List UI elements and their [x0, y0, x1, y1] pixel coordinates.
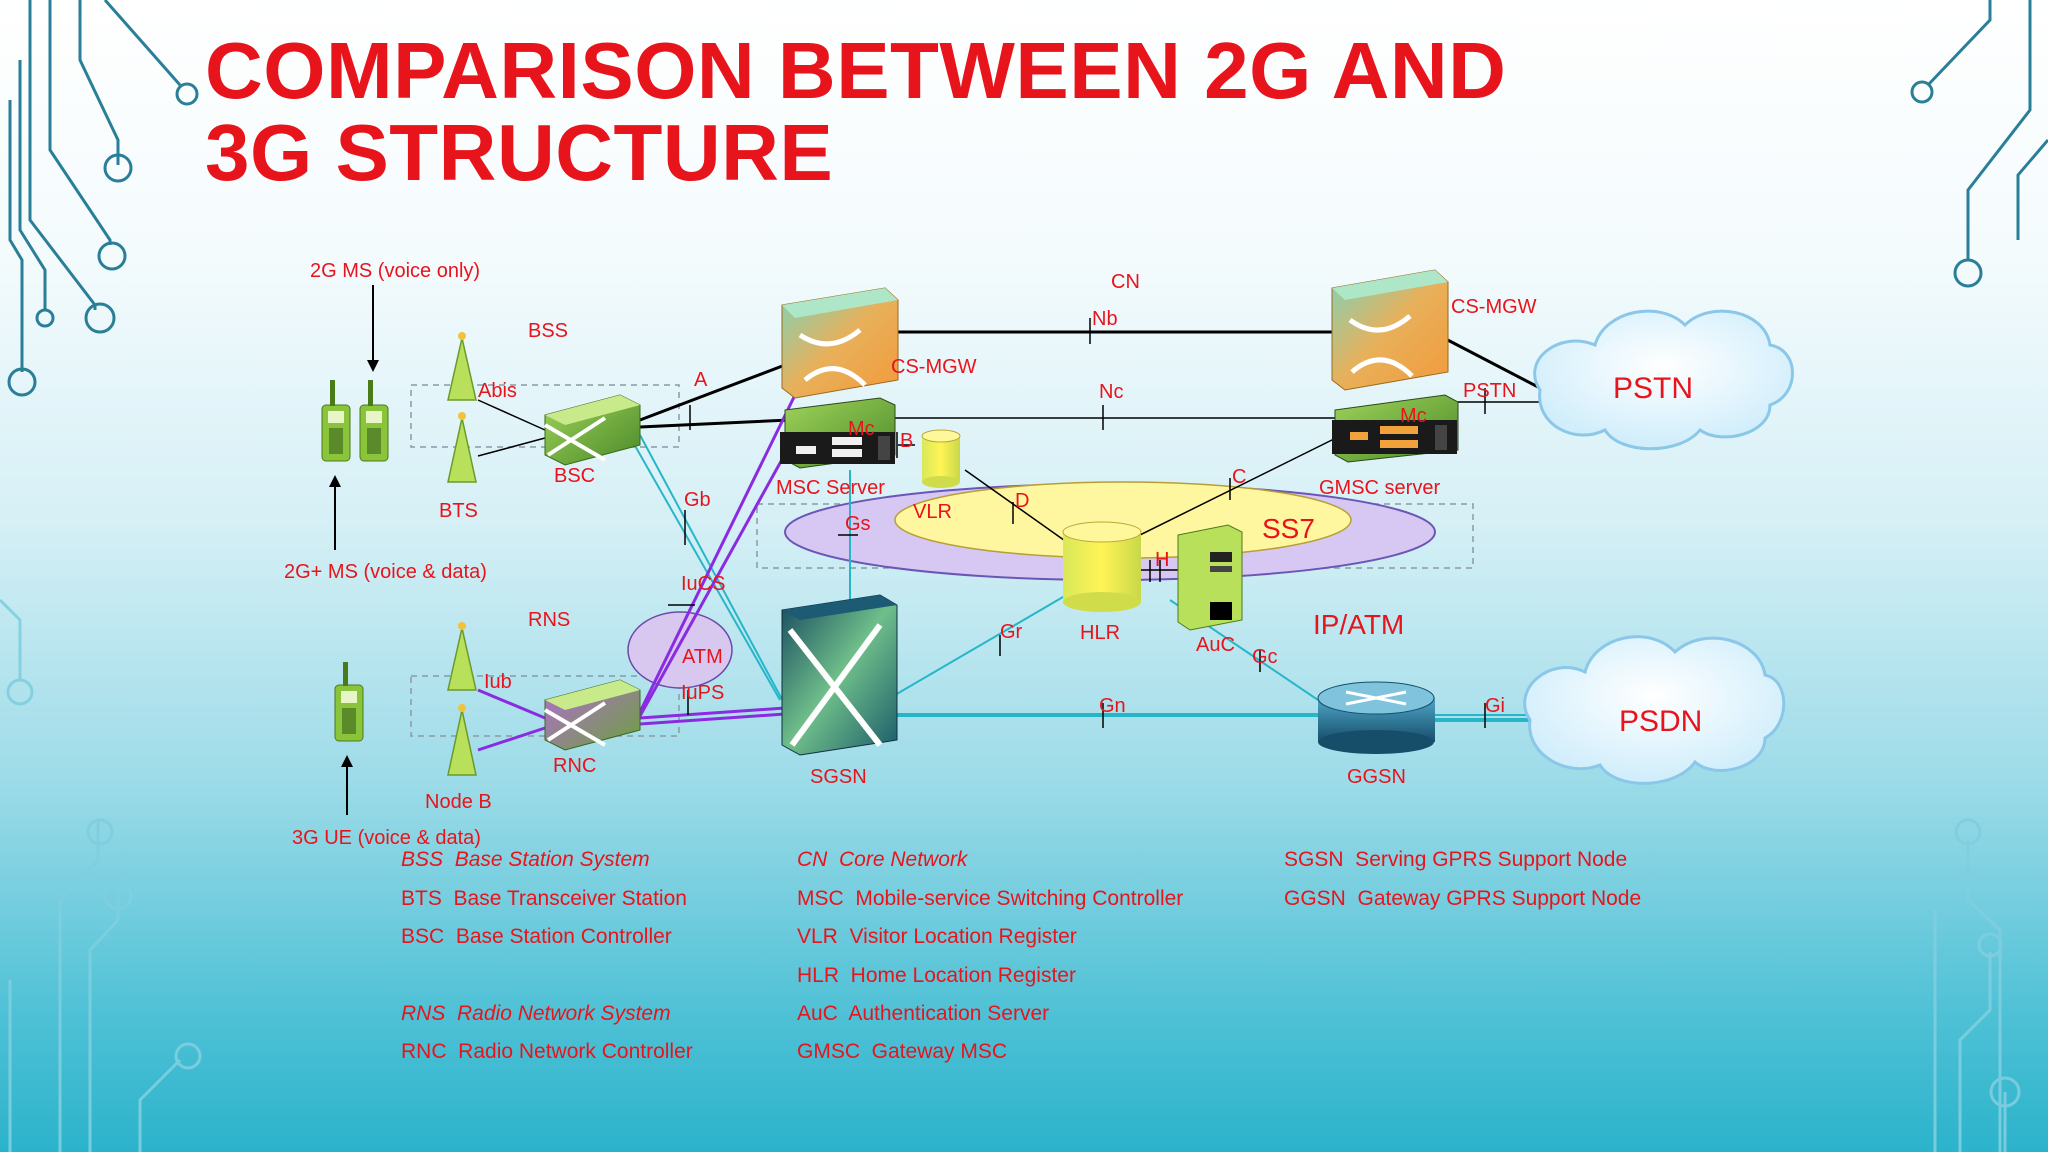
label-gn: Gn: [1099, 695, 1126, 717]
psdn-cloud: [1523, 635, 1786, 785]
cs-mgw-left-node: [781, 287, 899, 399]
pstn-cloud: [1533, 309, 1794, 451]
label-auc: AuC: [1196, 634, 1235, 656]
label-d-interface: D: [1015, 490, 1029, 512]
label-gs: Gs: [845, 513, 871, 535]
label-gb: Gb: [684, 489, 711, 511]
vlr-database: [921, 429, 961, 488]
label-bsc: BSC: [554, 465, 595, 487]
label-nb: Nb: [1092, 308, 1118, 330]
label-mc-left: Mc: [848, 418, 875, 440]
label-ggsn: GGSN: [1347, 766, 1406, 788]
label-cs-mgw-right: CS-MGW: [1451, 296, 1537, 318]
label-iups: IuPS: [681, 682, 724, 704]
rnc-node: [543, 679, 641, 751]
label-vlr: VLR: [913, 501, 952, 523]
label-bts: BTS: [439, 500, 478, 522]
label-atm: ATM: [682, 646, 723, 668]
label-iucs: IuCS: [681, 573, 725, 595]
label-gi: Gi: [1485, 695, 1505, 717]
label-gc: Gc: [1252, 646, 1278, 668]
bts-antennas: [447, 337, 477, 776]
label-abis: Abis: [478, 380, 517, 402]
label-ss7: SS7: [1262, 513, 1315, 544]
label-2g-ms: 2G MS (voice only): [310, 260, 480, 282]
label-rnc: RNC: [553, 755, 596, 777]
label-cn: CN: [1111, 271, 1140, 293]
ggsn-router: [1317, 681, 1435, 754]
label-pstn-interface: PSTN: [1463, 380, 1516, 402]
label-iub: Iub: [484, 671, 512, 693]
2g-ms-handsets: [321, 380, 389, 462]
gmsc-server-node: [1332, 394, 1459, 463]
auc-server: [1177, 524, 1243, 631]
label-rns: RNS: [528, 609, 570, 631]
atm-circle: [627, 611, 733, 689]
3g-ue-handset: [334, 662, 364, 742]
label-nc: Nc: [1099, 381, 1123, 403]
label-hlr: HLR: [1080, 622, 1120, 644]
hlr-database: [1062, 521, 1142, 612]
label-pstn: PSTN: [1613, 372, 1693, 405]
msc-server-node: [780, 397, 896, 469]
label-3g-ue: 3G UE (voice & data): [292, 827, 481, 849]
label-gmsc-server: GMSC server: [1319, 477, 1440, 499]
label-c-interface: C: [1232, 466, 1246, 488]
label-ip-atm: IP/ATM: [1313, 609, 1404, 640]
label-a-interface: A: [694, 369, 708, 391]
label-gr: Gr: [1000, 621, 1023, 643]
label-psdn: PSDN: [1619, 705, 1702, 738]
slide-title: COMPARISON BETWEEN 2G AND 3G STRUCTURE: [205, 26, 1507, 197]
label-node-b: Node B: [425, 791, 492, 813]
label-bss: BSS: [528, 320, 568, 342]
label-msc-server: MSC Server: [776, 477, 885, 499]
label-h-interface: H: [1155, 549, 1169, 571]
label-2g-plus-ms: 2G+ MS (voice & data): [284, 561, 487, 583]
label-cs-mgw-left: CS-MGW: [891, 356, 977, 378]
label-b-interface: B: [900, 430, 913, 452]
cs-mgw-right-node: [1331, 269, 1449, 391]
label-mc-right: Mc: [1400, 405, 1427, 427]
bsc-node: [543, 394, 641, 466]
sgsn-node: [781, 594, 898, 756]
label-sgsn: SGSN: [810, 766, 867, 788]
